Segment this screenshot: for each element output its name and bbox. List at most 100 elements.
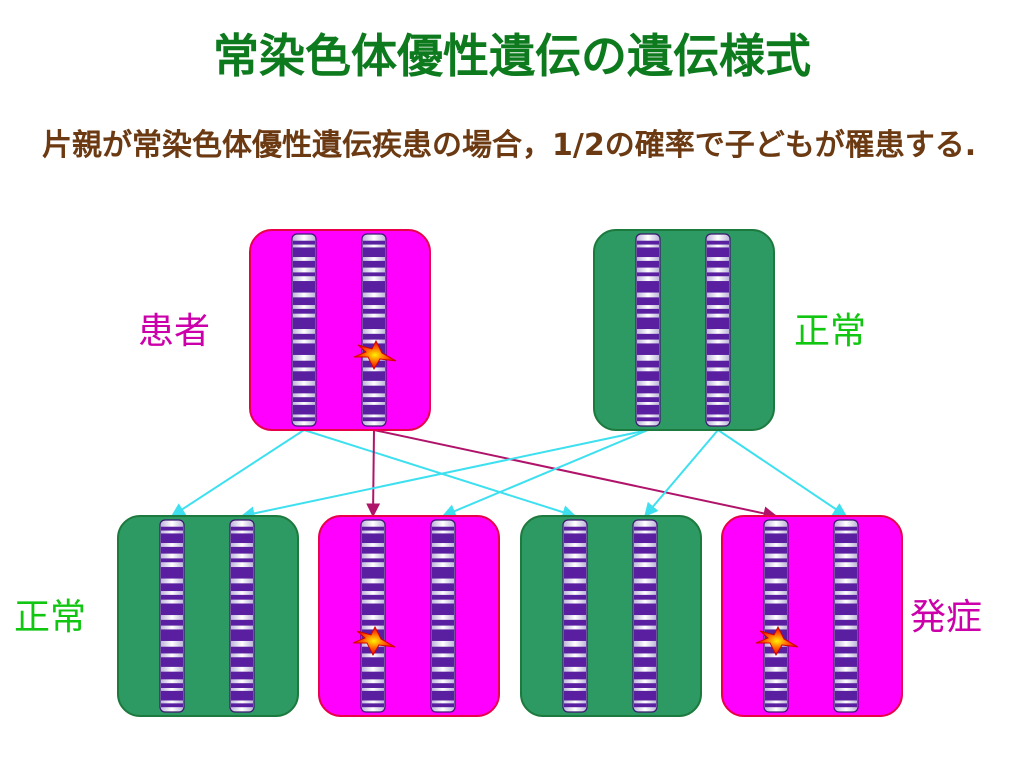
chromosome-band — [637, 297, 659, 306]
slide-title: 常染色体優性遺伝の遺伝様式 — [213, 29, 811, 83]
chromosome-band — [231, 646, 253, 654]
normal-allele-arrow — [717, 429, 848, 517]
chromosome-band — [231, 546, 253, 554]
parent-affected — [249, 229, 431, 431]
chromosome-band — [231, 583, 253, 592]
chromosome-band — [765, 526, 787, 531]
chromosome-band — [835, 619, 857, 626]
chromosome-band — [432, 646, 454, 654]
child-1-chromosome-1 — [159, 519, 185, 713]
chromosome-band — [564, 558, 586, 563]
chromosome-band — [362, 657, 384, 667]
chromosome-band — [634, 629, 656, 641]
chromosome-band — [634, 703, 656, 708]
chromosome-band — [293, 240, 315, 245]
label-child-affected: 発症 — [910, 597, 983, 638]
chromosome-band — [363, 308, 385, 314]
chromosome-band — [362, 619, 384, 626]
chromosome-band — [634, 603, 656, 616]
chromosome-band — [707, 397, 729, 402]
disease-allele-arrow — [366, 429, 381, 518]
chromosome-band — [707, 404, 729, 415]
chromosome-band — [432, 657, 454, 667]
parent-normal-background — [593, 229, 775, 431]
chromosome-band — [363, 272, 385, 277]
chromosome-band — [231, 690, 253, 701]
normal-allele-arrow — [240, 429, 649, 521]
chromosome-band — [161, 533, 183, 544]
chromosome-band — [231, 526, 253, 531]
chromosome-band — [765, 558, 787, 563]
chromosome-band — [564, 703, 586, 708]
chromosome-band — [161, 603, 183, 616]
chromosome-band — [564, 594, 586, 600]
chromosome-band — [707, 417, 729, 422]
chromosome-band — [835, 646, 857, 654]
chromosome-band — [765, 583, 787, 592]
mutation-mark-icon — [353, 339, 397, 370]
chromosome-band — [231, 703, 253, 708]
chromosome-band — [564, 646, 586, 654]
chromosome-band — [564, 533, 586, 544]
chromosome-band — [362, 594, 384, 600]
chromosome-band — [362, 567, 384, 579]
chromosome-band — [765, 603, 787, 616]
chromosome-band — [637, 397, 659, 402]
chromosome-band — [432, 683, 454, 688]
child-4 — [721, 515, 903, 717]
chromosome-band — [637, 272, 659, 277]
chromosome-band — [432, 594, 454, 600]
chromosome-band — [362, 703, 384, 708]
child-1 — [117, 515, 299, 717]
chromosome-band — [765, 683, 787, 688]
chromosome-band — [564, 546, 586, 554]
child-2-chromosome-2 — [430, 519, 456, 713]
chromosome-band — [564, 657, 586, 667]
chromosome-band — [161, 583, 183, 592]
chromosome-band — [835, 558, 857, 563]
chromosome-band — [634, 671, 656, 680]
chromosome-band — [161, 683, 183, 688]
mutation-mark-icon — [352, 625, 396, 656]
chromosome-band — [707, 281, 729, 293]
chromosome-band — [637, 308, 659, 314]
parent-affected-chromosome-1 — [291, 233, 317, 427]
chromosome-band — [231, 619, 253, 626]
chromosome-band — [564, 526, 586, 531]
normal-allele-arrow — [441, 429, 649, 518]
chromosome-band — [564, 671, 586, 680]
chromosome-band — [634, 657, 656, 667]
chromosome-band — [637, 260, 659, 268]
chromosome-band — [835, 671, 857, 680]
chromosome-band — [362, 603, 384, 616]
chromosome-band — [293, 404, 315, 415]
chromosome-band — [707, 272, 729, 277]
chromosome-band — [637, 240, 659, 245]
chromosome-band — [634, 546, 656, 554]
chromosome-band — [362, 690, 384, 701]
chromosome-band — [564, 567, 586, 579]
child-3-chromosome-1 — [562, 519, 588, 713]
child-2 — [318, 515, 500, 717]
child-4-chromosome-1 — [755, 519, 799, 713]
chromosome-band — [432, 526, 454, 531]
normal-allele-arrow — [644, 429, 719, 518]
chromosome-band — [161, 526, 183, 531]
chromosome-band — [363, 385, 385, 394]
chromosome-band — [432, 619, 454, 626]
chromosome-band — [161, 646, 183, 654]
chromosome-band — [363, 260, 385, 268]
chromosome-band — [765, 567, 787, 579]
chromosome-band — [707, 360, 729, 368]
chromosome-band — [634, 619, 656, 626]
chromosome-band — [835, 533, 857, 544]
chromosome-band — [432, 546, 454, 554]
chromosome-band — [765, 703, 787, 708]
chromosome-band — [637, 385, 659, 394]
chromosome-band — [293, 417, 315, 422]
label-parent-affected: 患者 — [138, 311, 211, 352]
chromosome-band — [161, 657, 183, 667]
chromosome-band — [564, 603, 586, 616]
chromosome-band — [362, 583, 384, 592]
chromosome-band — [637, 417, 659, 422]
